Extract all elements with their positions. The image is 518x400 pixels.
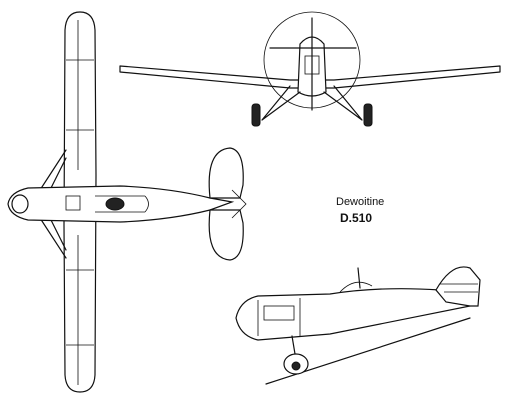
plan-view-struts [39,149,67,259]
side-view-fuselage [235,288,471,341]
plan-view [7,11,247,393]
plan-view-cockpit [105,197,125,211]
front-view [119,11,501,127]
front-view-landing-gear [261,85,363,121]
plan-view-wing [63,11,97,393]
aircraft-manufacturer-label: Dewoitine [336,196,385,208]
aircraft-model-label: D.510 [340,211,373,225]
side-view [235,266,481,385]
side-view-tail-fin [435,266,481,307]
plan-view-tail [208,147,244,199]
